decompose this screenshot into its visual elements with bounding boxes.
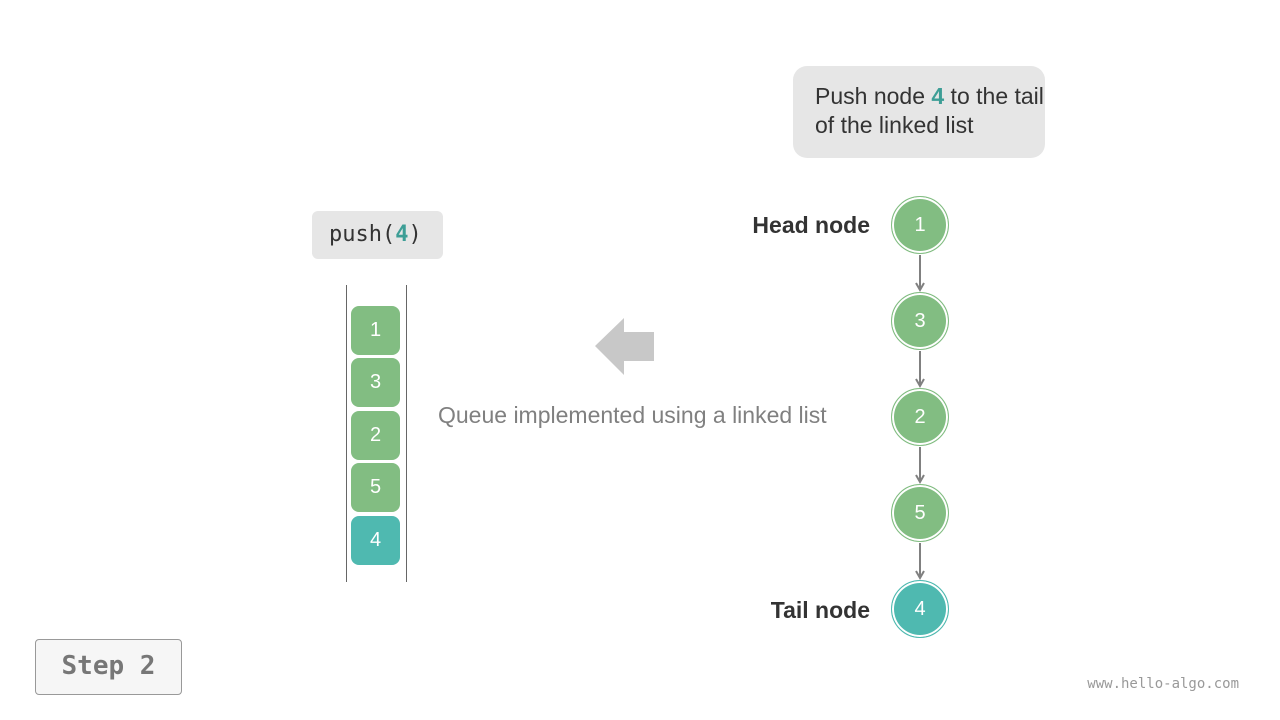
list-node-tail: 4 <box>891 580 949 638</box>
tail-node-label: Tail node <box>770 597 870 623</box>
callout-text-after: to the tail of the linked list <box>815 83 1044 138</box>
left-arrow-icon <box>595 318 654 375</box>
queue-cell: 3 <box>351 358 400 407</box>
queue-cell: 5 <box>351 463 400 512</box>
diagram-caption: Queue implemented using a linked list <box>438 402 827 428</box>
push-close: ) <box>408 222 422 247</box>
queue-cell: 2 <box>351 411 400 460</box>
callout-box: Push node 4 to the tail of the linked li… <box>793 66 1045 158</box>
push-operation-label: push(4) <box>312 211 443 259</box>
callout-highlight: 4 <box>931 83 945 109</box>
queue-cell: 1 <box>351 306 400 355</box>
step-badge: Step 2 <box>35 639 182 695</box>
list-node: 2 <box>891 388 949 446</box>
callout-text-before: Push node <box>815 83 932 109</box>
list-node: 5 <box>891 484 949 542</box>
head-node-label: Head node <box>752 212 870 238</box>
queue-left-wall <box>346 285 347 582</box>
push-arg: 4 <box>395 222 409 247</box>
watermark: www.hello-algo.com <box>1087 676 1239 692</box>
queue-right-wall <box>406 285 407 582</box>
queue-cell-new: 4 <box>351 516 400 565</box>
list-node-head: 1 <box>891 196 949 254</box>
push-func: push( <box>329 222 396 247</box>
list-node: 3 <box>891 292 949 350</box>
